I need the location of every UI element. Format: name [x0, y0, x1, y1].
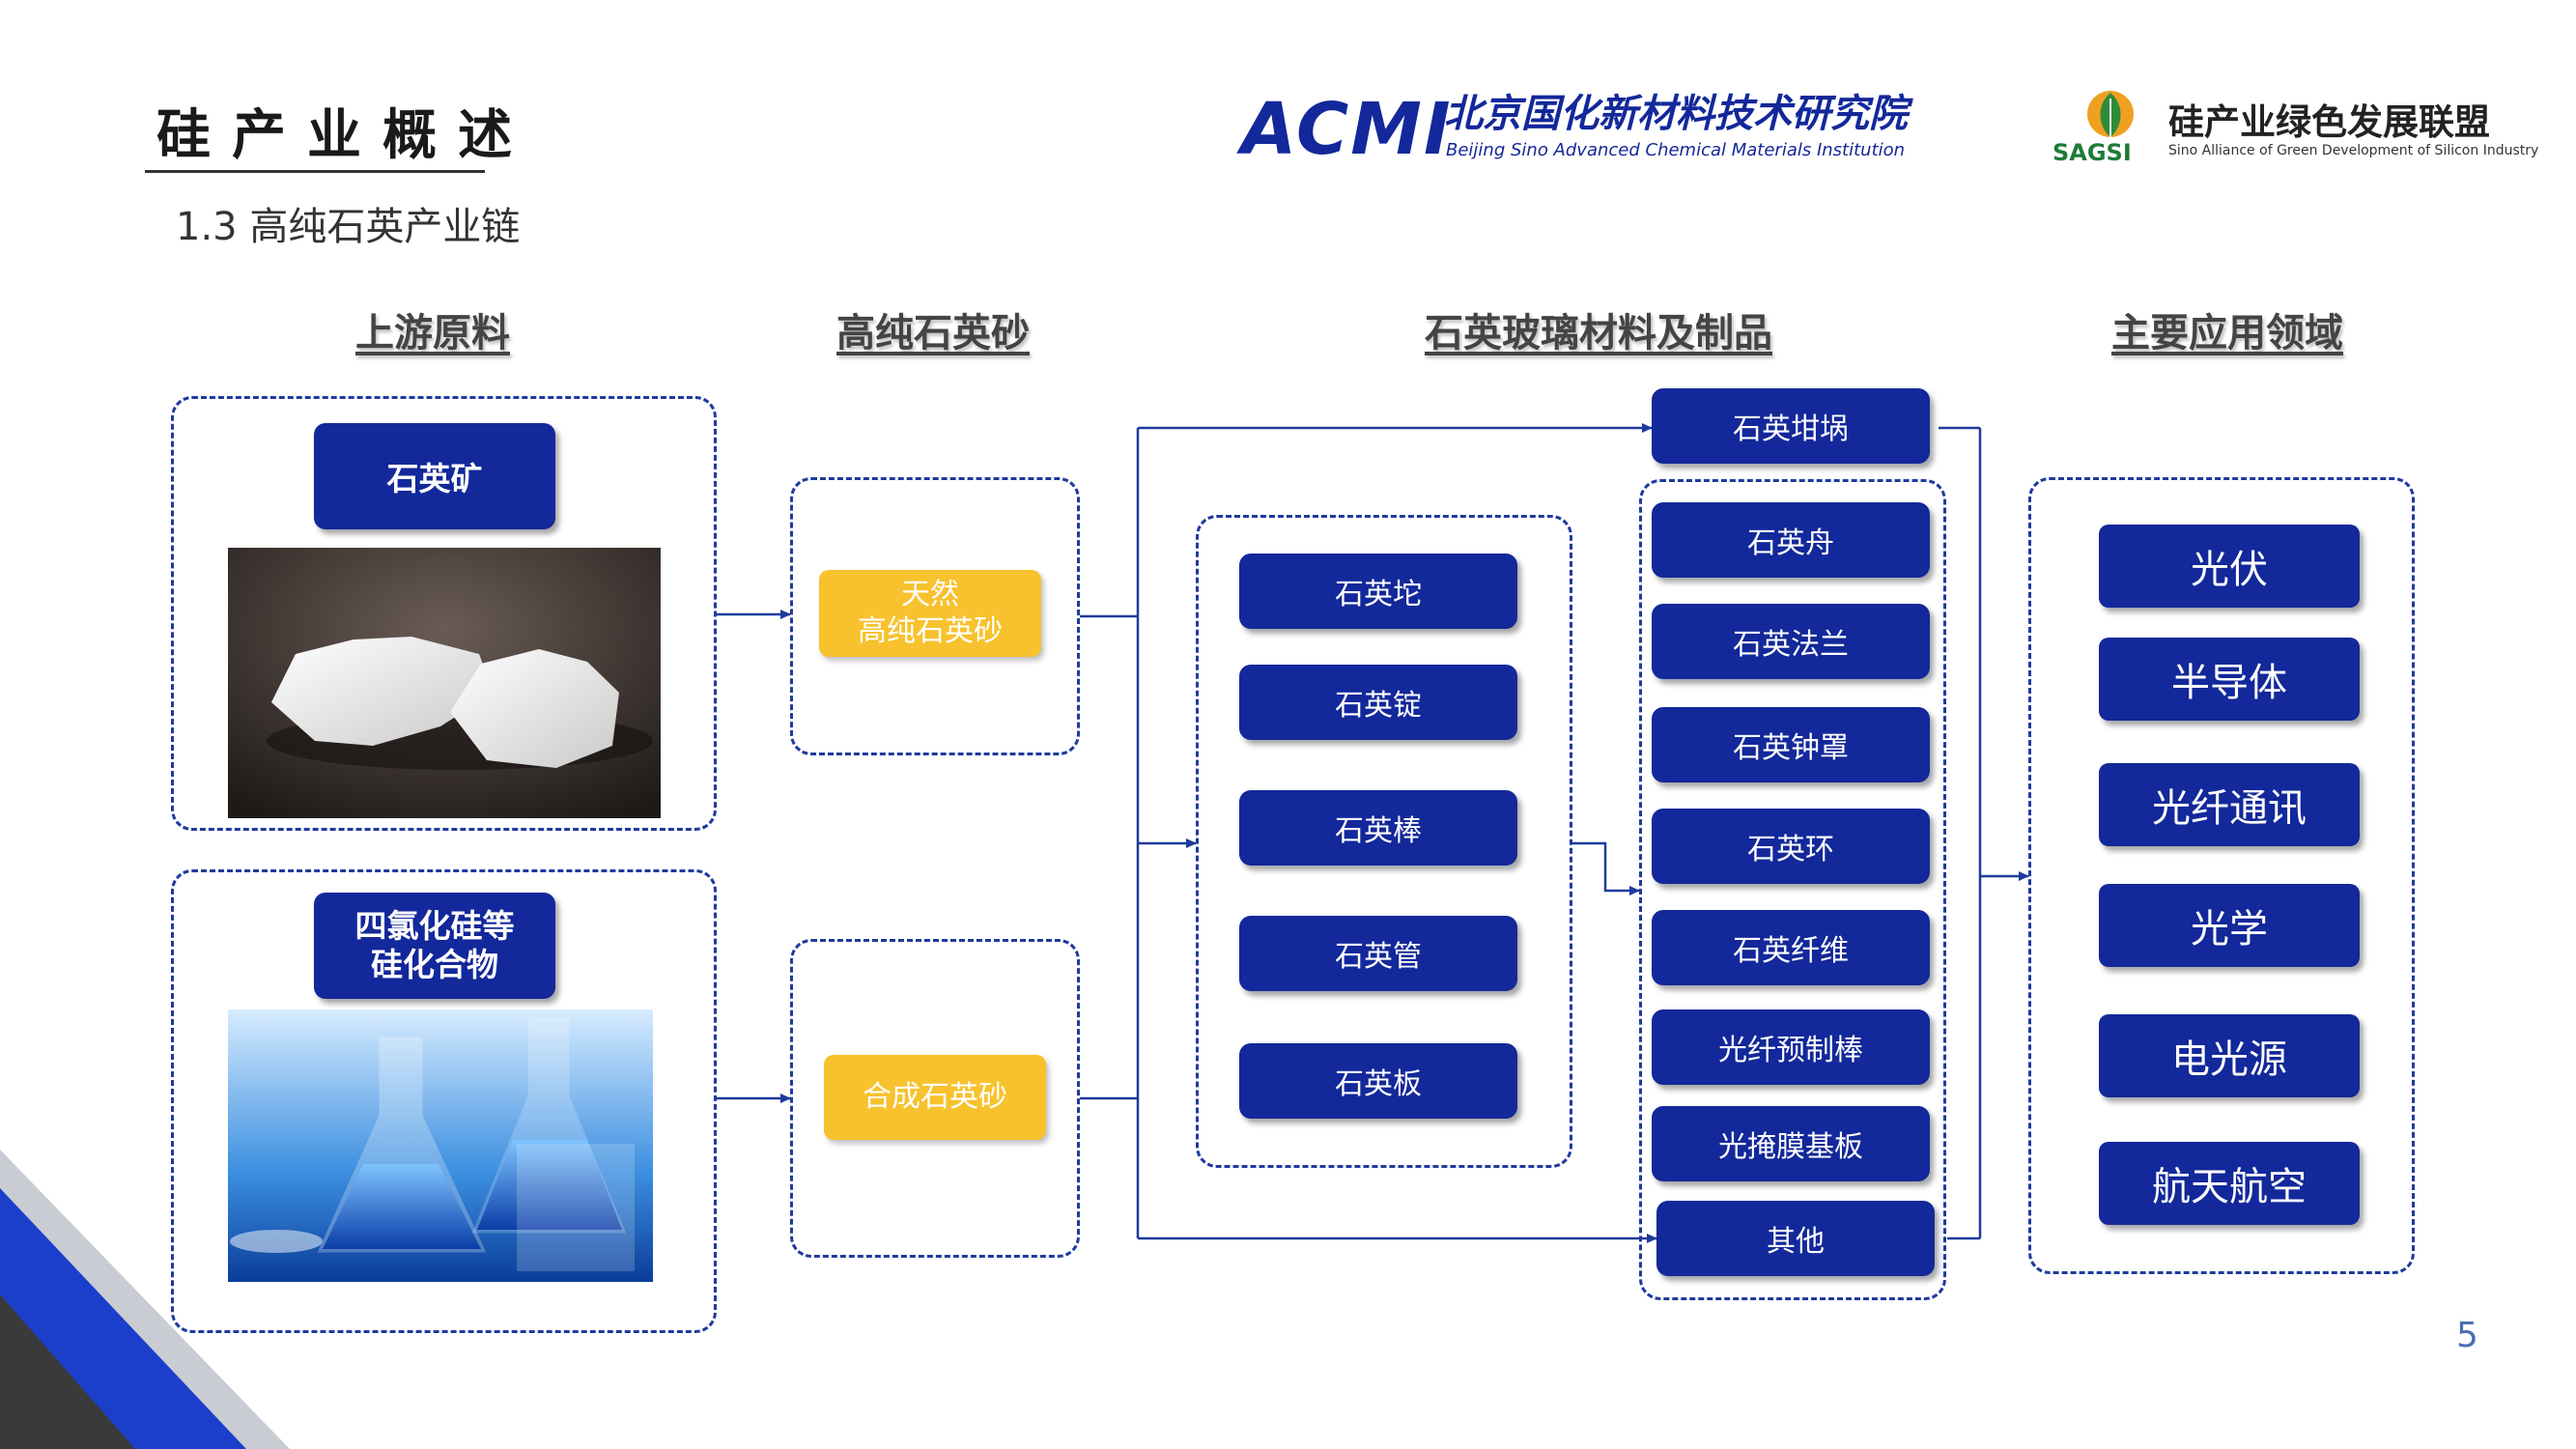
- sagsi-name-cn: 硅产业绿色发展联盟: [2168, 101, 2490, 143]
- application-light-source: 电光源: [2099, 1014, 2360, 1097]
- acmi-logo: ACMI 北京国化新材料技术研究院 Beijing Sino Advanced …: [1241, 92, 1966, 169]
- product-item-bell-jar: 石英钟罩: [1652, 707, 1930, 782]
- product-crucible: 石英坩埚: [1652, 388, 1930, 464]
- intermediate-item-ingot: 石英锭: [1239, 665, 1517, 740]
- natural-quartz-sand-line2: 高纯石英砂: [858, 614, 1003, 648]
- application-semiconductor: 半导体: [2099, 638, 2360, 721]
- chemistry-flask-photo: [228, 1009, 653, 1282]
- application-pv: 光伏: [2099, 525, 2360, 608]
- intermediate-item-tuo: 石英坨: [1239, 554, 1517, 629]
- corner-decoration: [0, 1150, 290, 1449]
- product-item-fiber: 石英纤维: [1652, 910, 1930, 985]
- product-item-other: 其他: [1656, 1201, 1935, 1276]
- sagsi-logo-mark: SAGSI: [2052, 139, 2132, 166]
- product-item-photomask: 光掩膜基板: [1652, 1106, 1930, 1181]
- natural-quartz-sand-box: 天然 高纯石英砂: [819, 570, 1041, 657]
- quartz-ore-label: 石英矿: [314, 423, 555, 529]
- acmi-name-cn: 北京国化新材料技术研究院: [1444, 92, 1908, 136]
- upstream-group-sicl4: [171, 869, 717, 1333]
- natural-quartz-sand-line1: 天然: [901, 578, 959, 611]
- quartz-ore-photo: [228, 548, 661, 818]
- product-item-boat: 石英舟: [1652, 502, 1930, 578]
- applications-group: [2028, 477, 2415, 1274]
- sagsi-logo: SAGSI 硅产业绿色发展联盟 Sino Alliance of Green D…: [2052, 85, 2539, 172]
- product-item-preform: 光纤预制棒: [1652, 1009, 1930, 1085]
- slide-subtitle: 1.3 高纯石英产业链: [176, 205, 521, 249]
- page-number: 5: [2456, 1316, 2478, 1355]
- sicl4-label: 四氯化硅等 硅化合物: [314, 893, 555, 999]
- leaf-icon: [2087, 91, 2134, 137]
- acmi-logo-mark: ACMI: [1241, 88, 1453, 171]
- intermediate-item-tube: 石英管: [1239, 916, 1517, 991]
- synthetic-quartz-sand-box: 合成石英砂: [824, 1055, 1046, 1140]
- intermediate-group: [1196, 515, 1572, 1168]
- application-fiber-comm: 光纤通讯: [2099, 763, 2360, 846]
- products-group: [1639, 479, 1946, 1300]
- sagsi-name-en: Sino Alliance of Green Development of Si…: [2168, 143, 2539, 158]
- upstream-group-quartz-ore: [171, 396, 717, 831]
- column-header-glass: 石英玻璃材料及制品: [1425, 311, 1772, 355]
- intermediate-item-plate: 石英板: [1239, 1043, 1517, 1119]
- slide-title: 硅产业概述: [156, 104, 533, 167]
- column-header-sand: 高纯石英砂: [836, 311, 1030, 355]
- column-header-upstream: 上游原料: [355, 311, 510, 355]
- application-aerospace: 航天航空: [2099, 1142, 2360, 1225]
- product-item-flange: 石英法兰: [1652, 604, 1930, 679]
- sand-group-synthetic: [790, 939, 1080, 1258]
- column-header-apps: 主要应用领域: [2111, 311, 2343, 355]
- sand-group-natural: [790, 477, 1080, 755]
- application-optics: 光学: [2099, 884, 2360, 967]
- product-item-ring: 石英环: [1652, 809, 1930, 884]
- sicl4-label-line2: 硅化合物: [371, 946, 498, 983]
- acmi-name-en: Beijing Sino Advanced Chemical Materials…: [1446, 140, 1906, 160]
- intermediate-item-rod: 石英棒: [1239, 790, 1517, 866]
- sicl4-label-line1: 四氯化硅等: [354, 907, 515, 945]
- title-underline: [145, 170, 485, 173]
